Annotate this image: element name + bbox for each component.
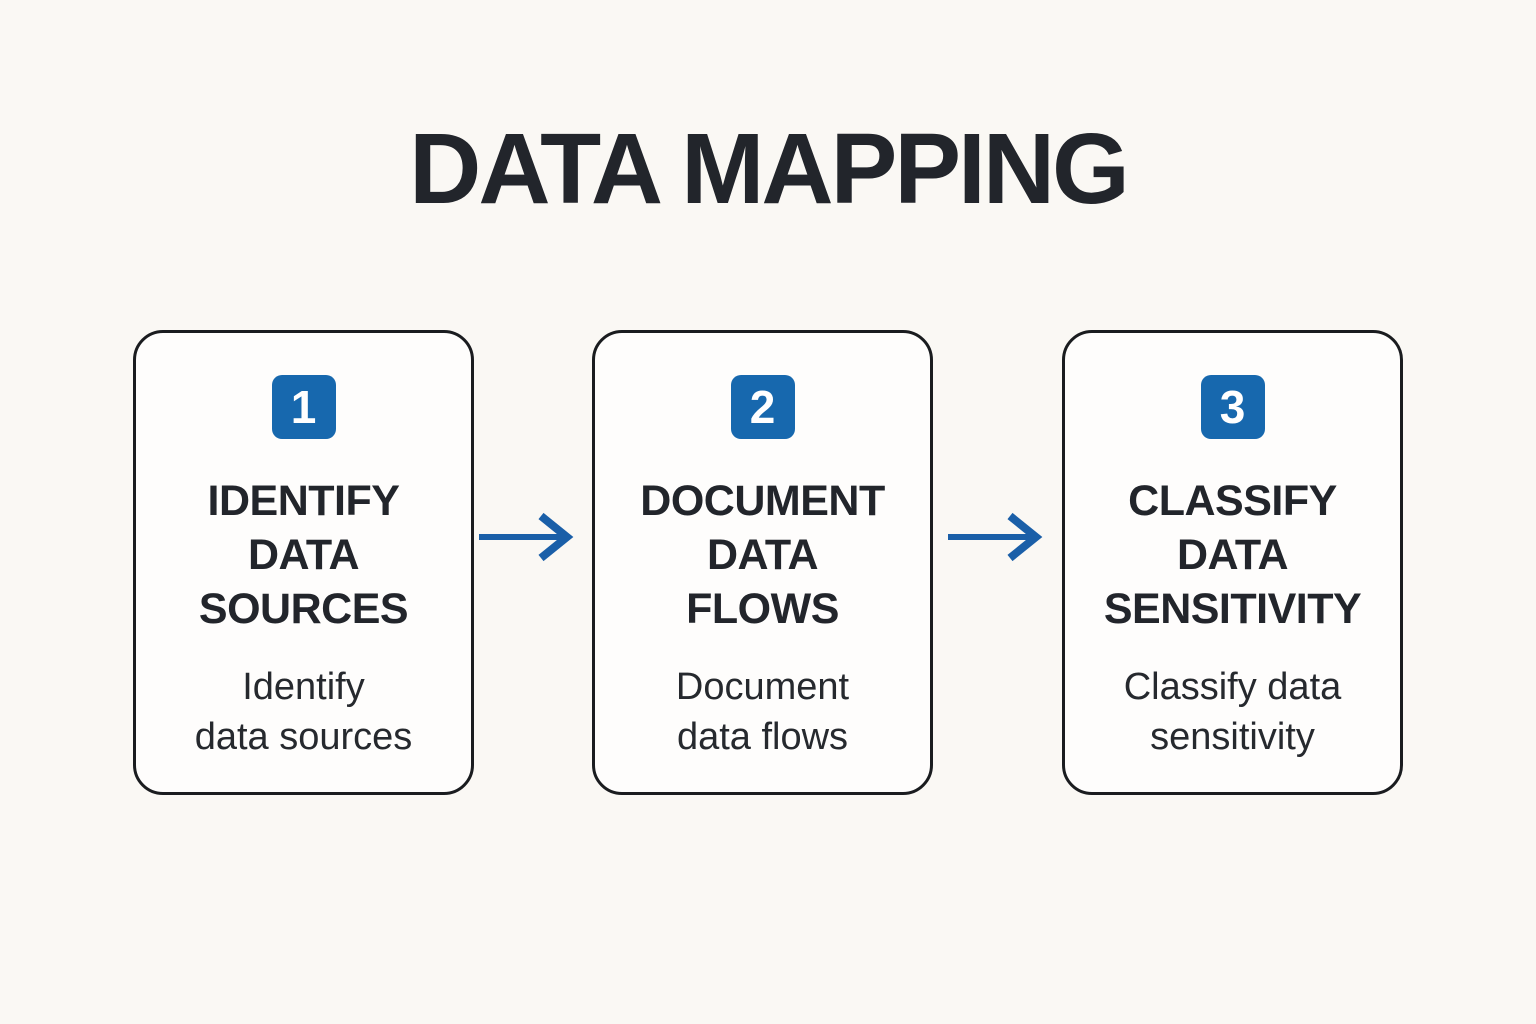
step-number-badge: 3	[1200, 375, 1265, 439]
page-title: DATA MAPPING	[409, 113, 1130, 225]
right-arrow-icon	[946, 510, 1046, 564]
right-arrow-icon	[477, 510, 577, 564]
step-heading: CLASSIFY DATA SENSITIVITY	[1103, 477, 1362, 633]
step-heading: DOCUMENT DATA FLOWS	[640, 477, 885, 633]
step-card-classify-data-sensitivity: 3 CLASSIFY DATA SENSITIVITY Classify dat…	[1062, 330, 1403, 795]
step-card-identify-data-sources: 1 IDENTIFY DATA SOURCES Identify data so…	[133, 330, 474, 795]
step-description: Classify data sensitivity	[1123, 666, 1342, 759]
step-description: Document data flows	[675, 666, 850, 759]
step-description: Identify data sources	[194, 666, 413, 759]
step-number-badge: 1	[271, 375, 336, 439]
step-card-document-data-flows: 2 DOCUMENT DATA FLOWS Document data flow…	[592, 330, 933, 795]
step-heading: IDENTIFY DATA SOURCES	[198, 477, 409, 633]
step-number-badge: 2	[730, 375, 795, 439]
